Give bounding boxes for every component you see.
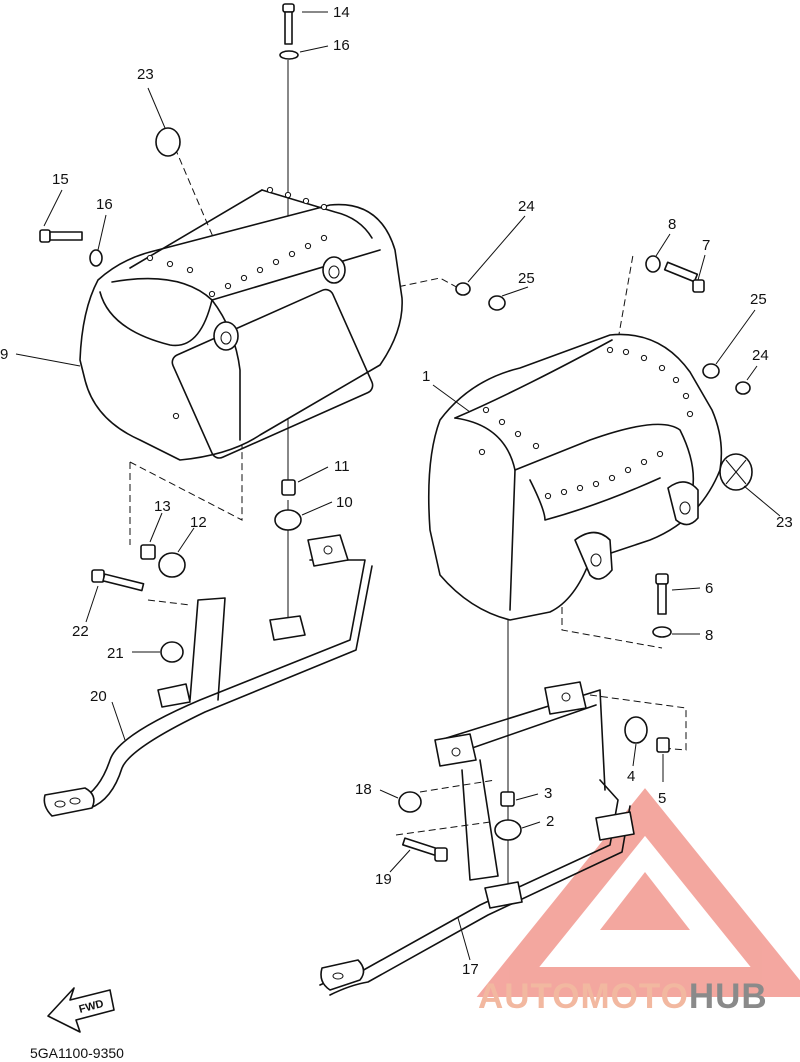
- callout-3: 3: [544, 785, 552, 802]
- callout-22: 22: [72, 623, 89, 640]
- right-bracket: [319, 681, 635, 996]
- fasteners: [39, 3, 751, 862]
- watermark-part1: AUTOMOTO: [478, 977, 689, 1016]
- callout-5: 5: [658, 790, 666, 807]
- callout-16: 16: [96, 196, 113, 213]
- callout-11: 11: [334, 458, 350, 475]
- callout-23: 23: [137, 66, 154, 83]
- callout-19: 19: [375, 871, 392, 888]
- callout-20: 20: [90, 688, 107, 705]
- callout-8: 8: [705, 627, 713, 644]
- callout-6: 6: [705, 580, 713, 597]
- callout-13: 13: [154, 498, 171, 515]
- callout-leaders: [15, 11, 781, 961]
- watermark-part2: HUB: [689, 977, 768, 1016]
- callout-23: 23: [776, 514, 793, 531]
- callout-25: 25: [750, 291, 767, 308]
- callout-14: 14: [333, 4, 350, 21]
- right-bag-rivets: [478, 346, 694, 500]
- callout-24: 24: [752, 347, 769, 364]
- callout-12: 12: [190, 514, 207, 531]
- callout-18: 18: [355, 781, 372, 798]
- watermark-logo: [476, 788, 800, 997]
- svg-text:AUTOMOTOHUB: AUTOMOTOHUB: [478, 977, 768, 1016]
- callout-9: 9: [0, 346, 8, 363]
- callout-25: 25: [518, 270, 535, 287]
- callout-15: 15: [52, 171, 69, 188]
- left-bracket: [43, 534, 373, 817]
- callout-4: 4: [627, 768, 635, 785]
- watermark-text: AUTOMOTOHUB: [478, 977, 768, 1016]
- fwd-arrow: FWD: [47, 987, 115, 1033]
- callout-1: 1: [422, 368, 430, 385]
- callout-17: 17: [462, 961, 479, 978]
- right-saddlebag: [427, 333, 753, 621]
- callout-10: 10: [336, 494, 353, 511]
- callout-24: 24: [518, 198, 535, 215]
- left-saddlebag: [79, 186, 403, 461]
- callout-labels: 14 16 23 15 16 9 24 25 8 7 25 24 1 23 11…: [0, 4, 793, 978]
- callout-16: 16: [333, 37, 350, 54]
- diagram-code: 5GA1100-9350: [30, 1045, 124, 1061]
- callout-21: 21: [107, 645, 124, 662]
- callout-2: 2: [546, 813, 554, 830]
- left-bag-rivets: [146, 186, 328, 420]
- callout-7: 7: [702, 237, 710, 254]
- callout-8: 8: [668, 216, 676, 233]
